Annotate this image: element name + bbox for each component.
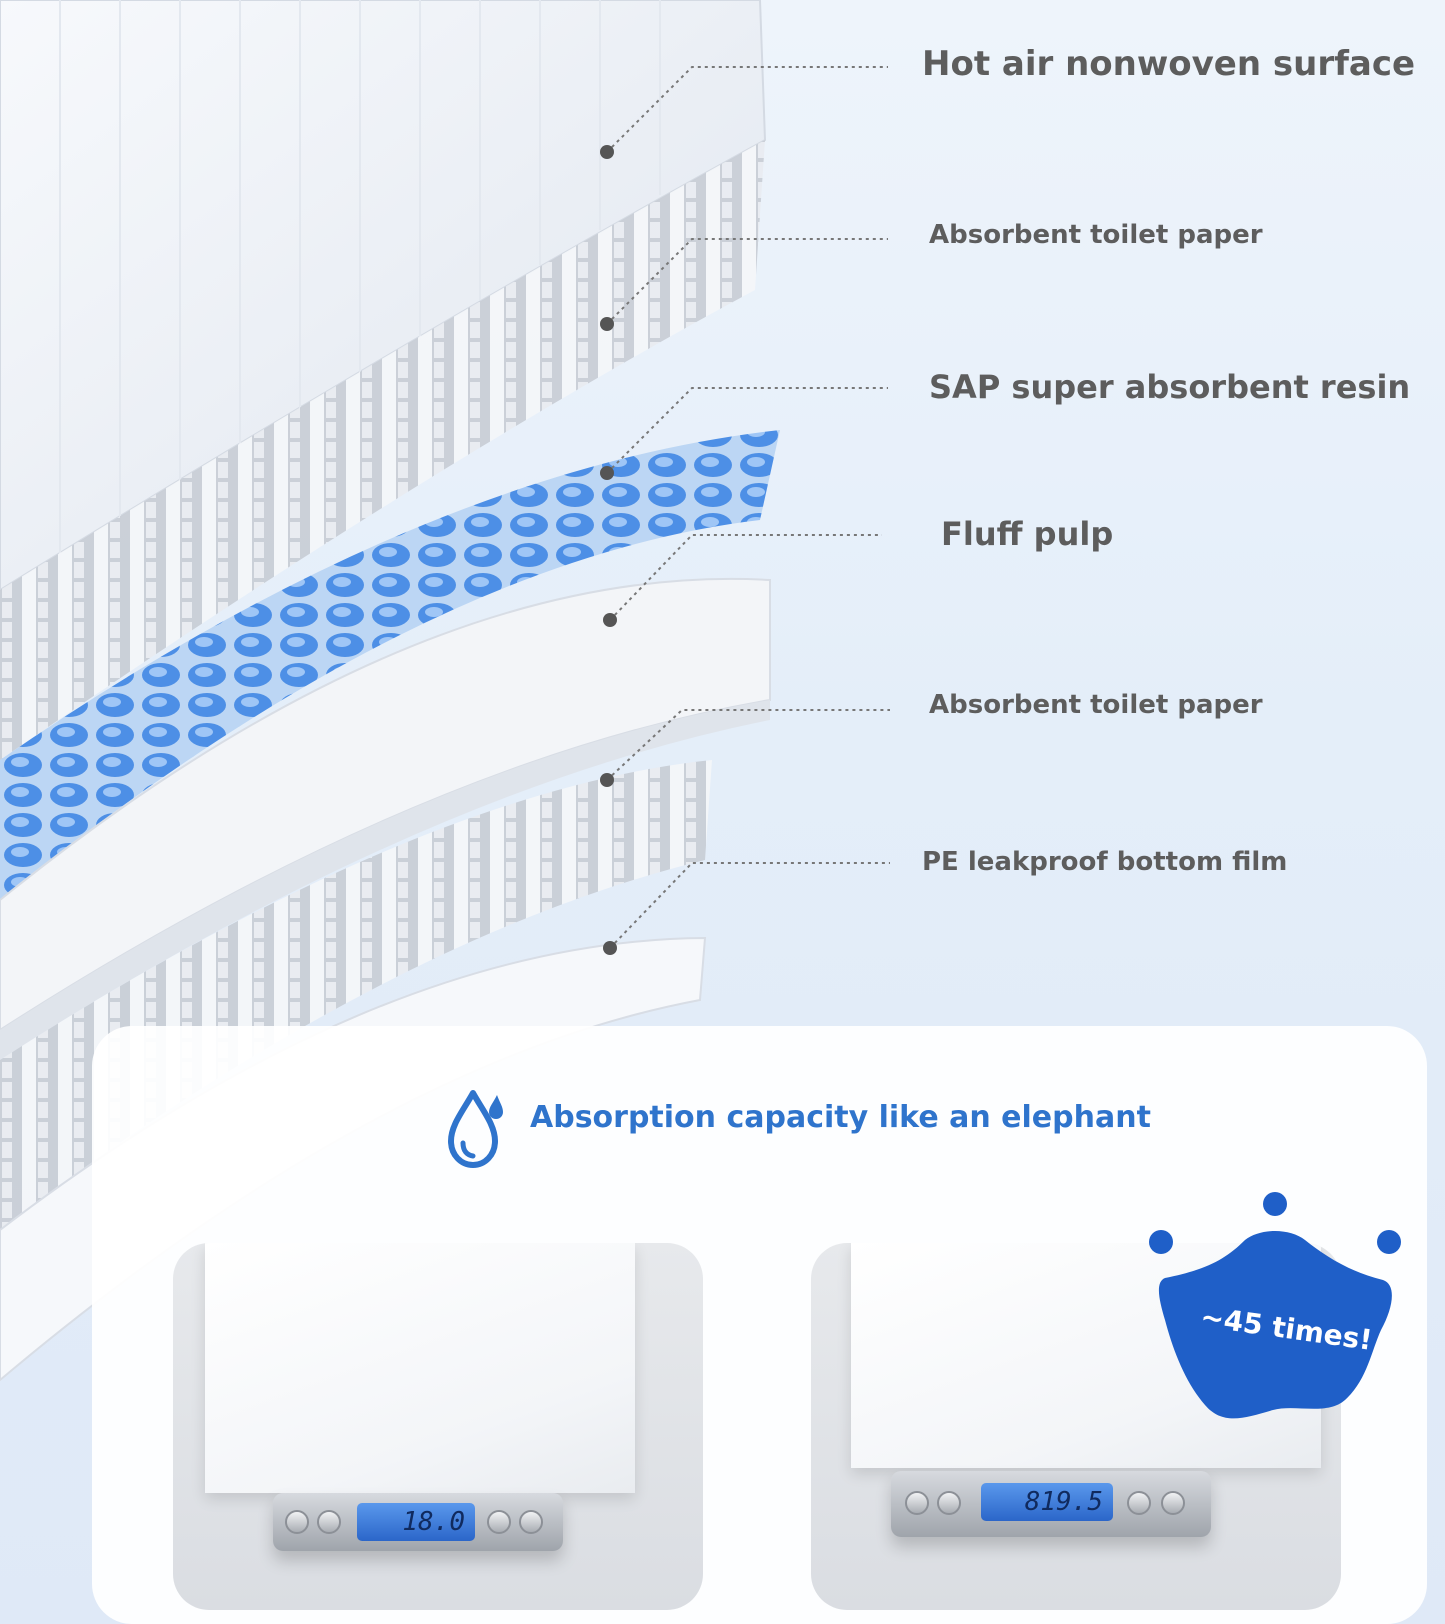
splash-badge [1149,1192,1401,1419]
scale-right: 819.5 [891,1471,1211,1537]
leader-lines [606,66,890,949]
scale-button [937,1491,961,1515]
label-pe-film: PE leakproof bottom film [922,847,1288,877]
label-fluff-pulp: Fluff pulp [941,515,1114,553]
label-hot-air-nonwoven: Hot air nonwoven surface [922,44,1416,84]
scale-button [285,1510,309,1534]
water-drop-icon [448,1090,503,1168]
scale-button [317,1510,341,1534]
label-absorbent-paper-bottom: Absorbent toilet paper [929,690,1263,720]
scale-button [487,1510,511,1534]
dry-pad-photo: 18.0 [173,1243,703,1610]
label-sap-resin: SAP super absorbent resin [929,368,1411,406]
absorption-title: Absorption capacity like an elephant [530,1100,1151,1135]
scale-button [1127,1491,1151,1515]
scale-display-after: 819.5 [981,1483,1113,1521]
scale-left: 18.0 [273,1493,563,1551]
absorbent-paper-top-layer [0,140,765,760]
absorbent-paper-bottom-layer [0,760,712,1230]
sap-resin-layer [0,430,780,900]
leader-dots [600,145,617,955]
label-absorbent-paper-top: Absorbent toilet paper [929,220,1263,250]
scale-button [1161,1491,1185,1515]
nonwoven-texture [59,0,661,560]
dry-pad [205,1243,635,1493]
scale-display-before: 18.0 [357,1503,475,1541]
scale-button [905,1491,929,1515]
scale-button [519,1510,543,1534]
